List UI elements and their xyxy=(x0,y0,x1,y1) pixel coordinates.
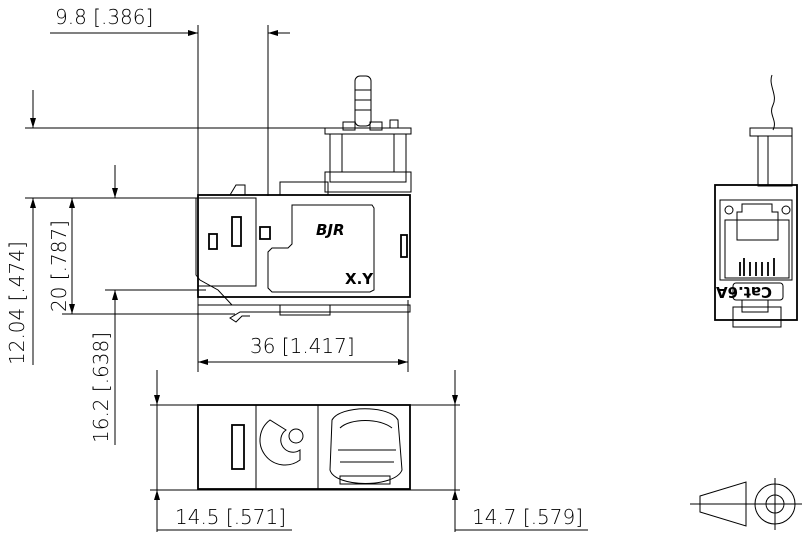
front-view: Cat.6A xyxy=(714,74,798,328)
bottom-view xyxy=(197,404,411,490)
dim-top-offset: 9.8 [.386] xyxy=(55,5,153,29)
dim-length: 36 [1.417] xyxy=(250,334,355,358)
dimension-lines xyxy=(30,30,588,531)
category-label: Cat.6A xyxy=(716,283,772,301)
bjr-logo: BJR xyxy=(316,221,345,239)
extension-lines xyxy=(25,25,460,532)
model-label: X.Y xyxy=(345,270,374,288)
dim-bottom-right: 14.7 [.579] xyxy=(472,505,583,529)
dim-body-height: 20 [.787] xyxy=(47,220,71,312)
dim-depth: 16.2 [.638] xyxy=(89,332,113,443)
dim-height-total: 12.04 [.474] xyxy=(5,241,29,365)
dim-bottom-left: 14.5 [.571] xyxy=(175,505,286,529)
side-view: BJR X.Y xyxy=(195,75,412,323)
first-angle-projection-icon xyxy=(690,478,802,530)
